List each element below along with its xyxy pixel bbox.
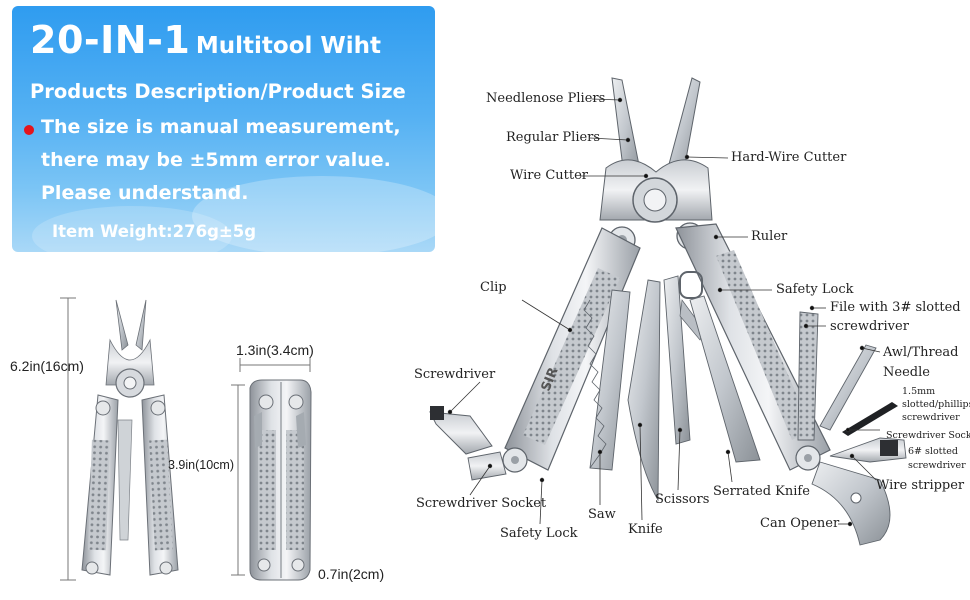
label-safety-lock-bottom: Safety Lock xyxy=(500,526,578,541)
label-file-line-1: File with 3# slotted xyxy=(830,300,961,315)
label-slotted-6-line-1: 6# slotted xyxy=(908,446,958,457)
banner-cloud xyxy=(192,176,435,252)
banner-title: 20-IN-1 Multitool Wiht xyxy=(30,18,381,62)
info-banner: 20-IN-1 Multitool Wiht Products Descript… xyxy=(12,6,435,252)
exploded-tool-drawing xyxy=(429,77,907,546)
label-screwdriver: Screwdriver xyxy=(414,367,496,382)
label-can-opener: Can Opener xyxy=(760,516,840,531)
label-knife: Knife xyxy=(628,522,663,537)
label-hard-wire-cutter: Hard-Wire Cutter xyxy=(731,150,847,165)
label-ruler: Ruler xyxy=(751,229,788,244)
banner-cloud xyxy=(32,206,232,252)
label-screwdriver-1-5-line-1: 1.5mm xyxy=(902,386,936,397)
dimension-height-open: 6.2in(16cm) xyxy=(10,358,84,374)
note-line-3: Please understand. xyxy=(41,182,249,204)
note-line-2: there may be ±5mm error value. xyxy=(41,149,391,171)
leader-lines xyxy=(447,97,881,527)
label-screwdriver-1-5-line-2: slotted/phillips xyxy=(902,399,970,410)
label-scissors: Scissors xyxy=(655,492,710,507)
label-wire-cutter: Wire Cutter xyxy=(510,168,589,183)
label-screwdriver-1-5-line-3: screwdriver xyxy=(902,412,960,423)
label-awl-line-2: Needle xyxy=(883,365,930,380)
title-rest: Multitool Wiht xyxy=(195,33,382,59)
label-saw: Saw xyxy=(588,507,616,522)
label-slotted-6-line-2: screwdriver xyxy=(908,460,966,471)
red-bullet-icon xyxy=(24,125,34,135)
label-wire-stripper: Wire stripper xyxy=(876,478,965,493)
closed-tool-drawing xyxy=(231,358,312,581)
label-screwdriver-socket-right: Screwdriver Socket xyxy=(886,430,970,441)
item-weight: Item Weight:276g±5g xyxy=(52,222,257,241)
open-tool-drawing xyxy=(60,297,179,581)
label-serrated-knife: Serrated Knife xyxy=(713,484,810,499)
label-regular-pliers: Regular Pliers xyxy=(506,130,601,145)
title-big: 20-IN-1 xyxy=(30,18,191,62)
label-screwdriver-socket: Screwdriver Socket xyxy=(416,496,547,511)
label-safety-lock-top: Safety Lock xyxy=(776,282,854,297)
note-line-1: The size is manual measurement, xyxy=(41,116,401,138)
banner-subtitle: Products Description/Product Size xyxy=(30,80,406,103)
label-file-line-2: screwdriver xyxy=(830,319,909,334)
label-clip: Clip xyxy=(480,280,507,295)
dimension-width-closed: 1.3in(3.4cm) xyxy=(236,342,314,358)
dimension-thickness: 0.7in(2cm) xyxy=(318,566,385,582)
label-awl-line-1: Awl/Thread xyxy=(883,345,959,360)
dimension-height-closed: 3.9in(10cm) xyxy=(168,458,234,472)
label-needlenose-pliers: Needlenose Pliers xyxy=(486,91,606,106)
